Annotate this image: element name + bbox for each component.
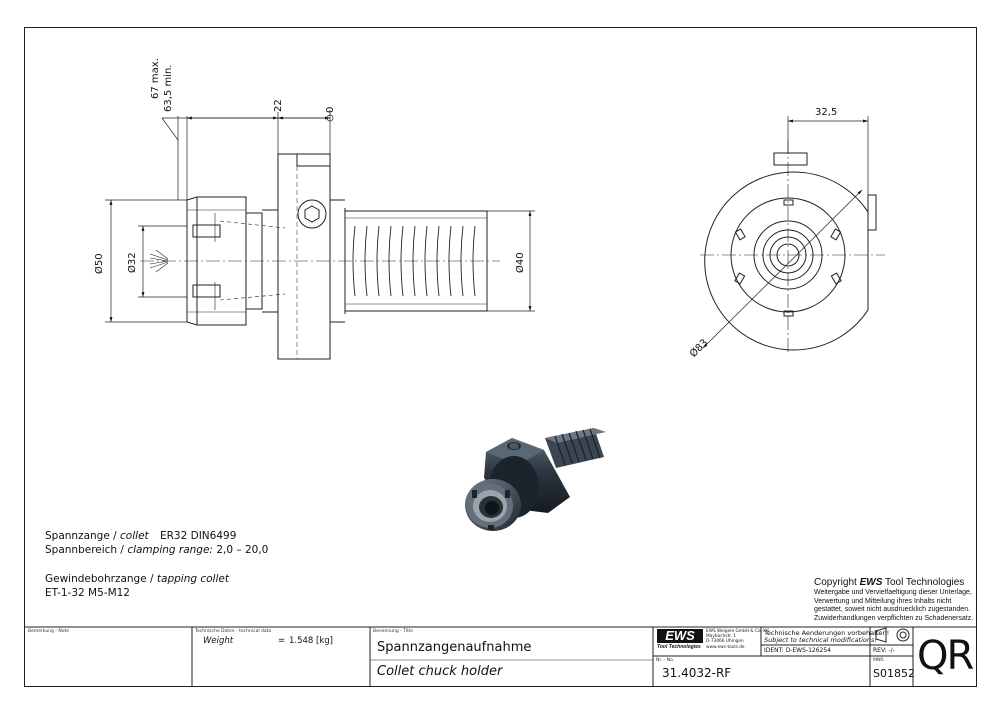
spec-range-de: Spannbereich /	[45, 544, 124, 556]
ews-logo-sub: Tool Technologies	[657, 644, 701, 650]
title-en: Collet chuck holder	[377, 664, 503, 679]
spec-clamping-range: Spannbereich / clamping range: 2,0 – 20,…	[45, 544, 268, 556]
dim-dia32: Ø32	[127, 252, 138, 273]
spec-range-en: clamping range:	[127, 544, 213, 556]
part-number: 31.4032-RF	[662, 666, 732, 680]
dim-63min: 63,5 min.	[163, 64, 174, 112]
spec-range-value: 2,0 – 20,0	[216, 544, 269, 556]
dim-0: 0	[325, 106, 336, 113]
copyright-notice: Weitergabe und Vervielfaeltigung dieser …	[814, 589, 973, 623]
dim-22: 22	[273, 99, 284, 112]
front-view	[700, 140, 885, 355]
spec-tapping-en: tapping collet	[156, 573, 229, 585]
company-address: EWS Weigele GmbH & Co. KG Maybachstr. 1 …	[706, 629, 769, 650]
company-line: EWS Weigele GmbH & Co. KG	[706, 629, 770, 634]
weight-value: 1.548 [kg]	[289, 636, 333, 646]
copyright-heading: Copyright EWS Tool Technologies	[814, 577, 964, 588]
dim-dia50: Ø50	[94, 253, 105, 274]
spec-collet-value: ER32 DIN6499	[159, 530, 237, 542]
weight-equals: =	[278, 636, 286, 646]
copyright-line: gestattet, soweit nicht ausdruecklich zu…	[814, 606, 971, 613]
title-block-lines	[25, 626, 976, 686]
title-de: Spannzangenaufnahme	[377, 640, 532, 655]
spec-collet-en: collet	[120, 530, 149, 542]
copyright-suffix: Tool Technologies	[884, 577, 965, 588]
qr-mark: QR	[917, 633, 974, 679]
revision: REV: -/-	[873, 647, 895, 654]
changes-en: Subject to technical modifications!	[764, 636, 877, 644]
front-dimensions	[702, 116, 869, 349]
side-view	[140, 153, 500, 360]
copyright-line: Weitergabe und Vervielfaeltigung dieser …	[814, 589, 972, 596]
ident-number: IDENT: D-EWS-126254	[764, 647, 831, 654]
mnr-label: MNR.	[873, 658, 885, 663]
copyright-prefix: Copyright	[814, 577, 857, 588]
title-label: Benennung - Title	[373, 629, 413, 634]
changes-de: Technische Aenderungen vorbehalten!	[764, 629, 890, 637]
copyright-line: Verwertung und Mitteilung ihres Inhalts …	[814, 597, 952, 605]
spec-tapping-de: Gewindebohrzange /	[45, 573, 154, 585]
remark-label: Bemerkung - Note	[28, 629, 70, 634]
weight-label: Weight	[203, 636, 234, 646]
product-3d-render	[465, 428, 606, 531]
company-line: D-73066 Uhingen	[706, 639, 744, 645]
tech-data-label: Technische Daten - technical data	[195, 629, 272, 634]
dim-67max: 67 max.	[150, 58, 161, 99]
copyright-line: Zuwiderhandlungen verpflichten zu Schade…	[814, 614, 974, 622]
number-label: Nr. - No.	[656, 658, 675, 663]
ews-logo: EWS	[657, 629, 703, 643]
spec-tapping-collet: Gewindebohrzange / tapping collet	[45, 573, 229, 585]
sheet-border	[24, 27, 977, 687]
dim-dia40: Ø40	[515, 252, 526, 273]
copyright-brand: EWS	[859, 577, 883, 588]
company-line: Maybachstr. 1	[706, 634, 737, 640]
dim-32-5: 32,5	[815, 107, 838, 118]
spec-collet-de: Spannzange /	[45, 530, 117, 542]
company-line: www.ews-tools.de	[706, 644, 745, 650]
spec-tapping-value: ET-1-32 M5-M12	[45, 587, 130, 599]
side-dimensions	[105, 110, 535, 323]
spec-collet: Spannzange / collet ER32 DIN6499	[45, 530, 236, 542]
mnr-value: S01852	[873, 667, 915, 680]
